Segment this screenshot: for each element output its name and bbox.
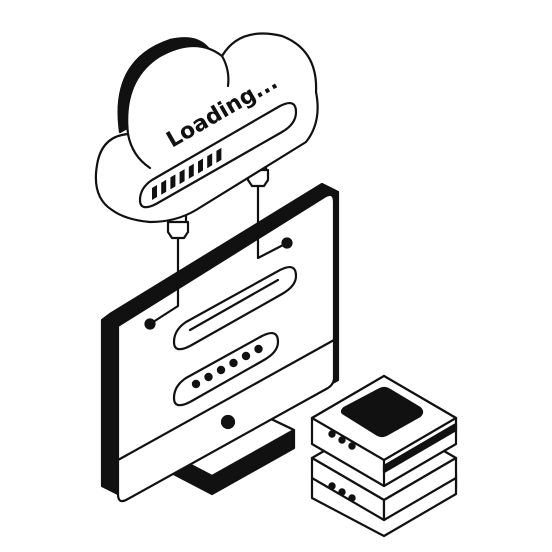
- server-led-lower-2: [338, 488, 346, 496]
- password-dot: [191, 379, 201, 389]
- loading-progress-bar: [138, 101, 298, 209]
- progress-tick: [216, 147, 222, 163]
- cable-connector-left: [166, 220, 190, 240]
- username-field[interactable]: [172, 265, 298, 351]
- password-dot: [241, 351, 251, 361]
- password-dot: [229, 358, 238, 368]
- server-led-upper-1: [328, 430, 336, 438]
- server-unit-upper: [310, 374, 458, 488]
- password-dot: [216, 365, 226, 375]
- password-dots: [191, 344, 263, 389]
- power-button-icon: [220, 414, 236, 430]
- progress-tick: [170, 174, 176, 190]
- progress-tick: [207, 153, 213, 169]
- server-led-upper-3: [348, 442, 356, 450]
- progress-tick: [161, 179, 167, 195]
- server-stack: [310, 374, 458, 538]
- password-field[interactable]: [172, 331, 280, 407]
- server-led-upper-2: [338, 436, 346, 444]
- server-top-panel: [340, 386, 424, 438]
- server-led-lower-1: [328, 482, 336, 490]
- progress-fill: [152, 147, 222, 200]
- password-dot: [204, 372, 213, 382]
- progress-tick: [152, 185, 157, 200]
- cloud-body: [94, 32, 319, 224]
- progress-tick: [179, 169, 185, 185]
- monitor: [100, 182, 340, 503]
- server-led-lower-3: [348, 494, 356, 502]
- progress-tick: [198, 158, 203, 174]
- cloud: Loading...: [94, 32, 319, 224]
- password-dot: [254, 344, 263, 354]
- progress-tick: [188, 163, 194, 179]
